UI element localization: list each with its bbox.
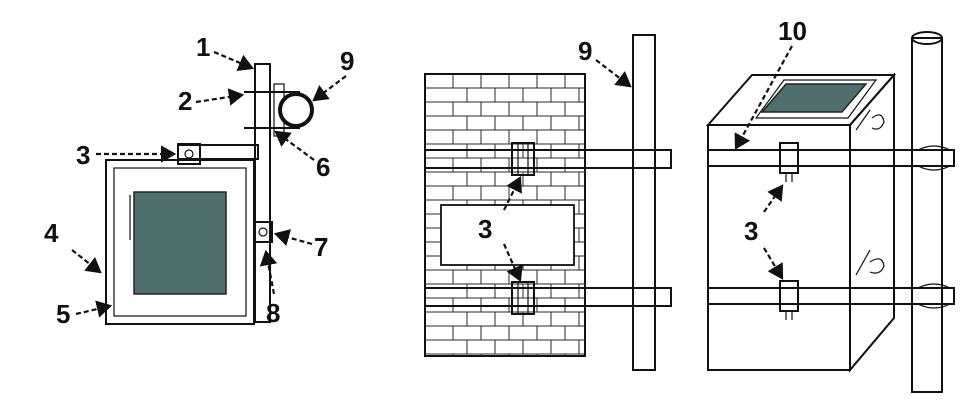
panel-pole-mount-perspective: 10 3	[705, 16, 955, 393]
mounting-bar-vertical	[254, 63, 271, 323]
box-top-window	[760, 83, 868, 113]
side-latch-top	[871, 114, 885, 130]
side-latch-bottom	[869, 258, 885, 274]
pole-callout-10: 10	[778, 16, 807, 46]
callout-7: 7	[314, 232, 328, 262]
mounting-bar-horizontal	[177, 144, 259, 160]
pole-cross-section	[278, 92, 314, 128]
wall-pole	[632, 34, 656, 371]
panel-pole-mount-top-view: 1 2 3 4 5 6 7 8 9	[44, 32, 354, 329]
panel-wall-mount: 9 3	[424, 34, 672, 371]
callout-6: 6	[316, 152, 330, 182]
wall-clamp-top	[511, 142, 535, 176]
callout-3: 3	[76, 140, 90, 170]
callout-5: 5	[56, 299, 70, 329]
callout-1: 1	[196, 32, 210, 62]
wall-clamp-bottom	[511, 281, 535, 315]
callout-9: 9	[340, 46, 354, 76]
cylinder-pole	[911, 37, 943, 393]
wall-bar-bottom	[424, 287, 672, 307]
pole-bar-top	[707, 149, 955, 167]
wall-callout-9: 9	[578, 36, 592, 66]
pole-u-bolt-top	[917, 145, 951, 171]
callout-2: 2	[178, 86, 192, 116]
wall-callout-3: 3	[478, 214, 492, 244]
box-side	[849, 72, 895, 373]
enclosure-inner-frame	[113, 167, 247, 317]
callout-8: 8	[266, 298, 280, 328]
clamp-3	[177, 143, 201, 165]
pole-clamp-top	[779, 142, 799, 182]
callout-4: 4	[44, 218, 59, 248]
pole-callout-3: 3	[744, 216, 758, 246]
wall-bar-top	[424, 149, 672, 169]
brick-wall	[424, 73, 586, 357]
pole-clamp-bottom	[779, 280, 799, 320]
clamp-7	[253, 221, 273, 243]
wall-window-opening	[440, 204, 575, 266]
pole-u-bolt-bottom	[917, 283, 951, 309]
pole-bar-bottom	[707, 287, 955, 305]
window-glass	[133, 191, 227, 295]
